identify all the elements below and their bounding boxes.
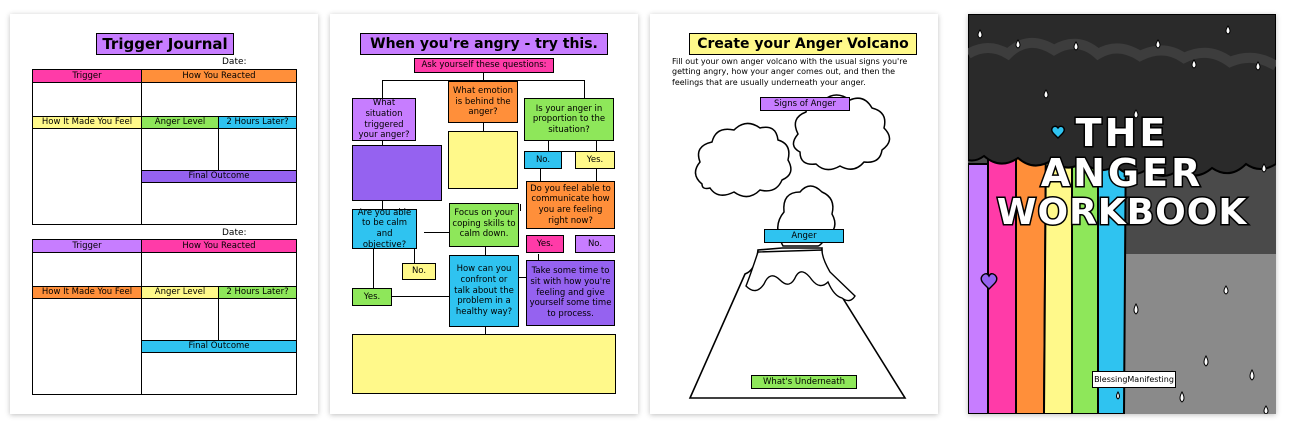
anger-level-cell[interactable]	[141, 128, 219, 171]
heart-icon	[1051, 125, 1065, 139]
page-title: Create your Anger Volcano	[689, 33, 917, 55]
page-title: Trigger Journal	[96, 33, 234, 55]
two-hours-later-cell[interactable]	[218, 298, 297, 341]
how-you-reacted-cell[interactable]	[141, 82, 297, 117]
trigger-cell[interactable]	[32, 252, 142, 287]
connector-line	[548, 151, 596, 153]
how-it-made-you-feel-cell[interactable]	[32, 298, 142, 395]
anger-label[interactable]: Anger	[764, 229, 844, 243]
what-situation-box: What situation triggered your anger?	[352, 98, 416, 141]
connector-line	[485, 246, 487, 256]
connector-line	[584, 80, 586, 98]
date-label: Date:	[222, 228, 247, 238]
connector-line	[414, 248, 416, 264]
connector-line	[391, 296, 449, 298]
connector-line	[485, 326, 487, 334]
connector-line	[596, 169, 598, 181]
signs-of-anger-label[interactable]: Signs of Anger	[760, 97, 850, 111]
how-you-reacted-header: How You Reacted	[141, 69, 297, 83]
smoke-cloud	[694, 122, 792, 198]
trigger-header: Trigger	[32, 69, 142, 83]
trigger-journal-page: Trigger Journal Date: Trigger How You Re…	[10, 14, 318, 414]
calm-objective-box: Are you able to be calm and objective?	[352, 208, 417, 250]
cover-page: THE ANGER WORKBOOK BlessingManifesting	[968, 14, 1276, 414]
situation-answer-box[interactable]	[352, 145, 442, 201]
volcano-page: Create your Anger Volcano Fill out your …	[650, 14, 938, 414]
cover-title-line1: THE	[1074, 111, 1169, 155]
no-label: No.	[524, 151, 562, 169]
instructions-text: Fill out your own anger volcano with the…	[672, 57, 908, 87]
connector-line	[520, 204, 522, 211]
cover-title: THE ANGER WORKBOOK	[968, 111, 1276, 233]
yes-label: Yes.	[352, 288, 392, 306]
notes-box[interactable]	[352, 334, 616, 394]
whats-underneath-label[interactable]: What's Underneath	[751, 375, 857, 389]
date-label: Date:	[222, 57, 247, 67]
proportion-box: Is your anger in proportion to the situa…	[524, 98, 614, 141]
confront-box: How can you confront or talk about the p…	[449, 255, 519, 327]
connector-line	[382, 140, 384, 146]
connector-line	[382, 80, 384, 98]
connector-line	[502, 277, 539, 279]
connector-line	[424, 232, 449, 234]
connector-line	[373, 248, 375, 288]
what-emotion-box: What emotion is behind the anger?	[448, 81, 518, 123]
volcano-cap	[745, 249, 856, 302]
connector-line	[483, 72, 485, 80]
flowchart-page: When you're angry - try this. Ask yourse…	[330, 14, 638, 414]
emotion-answer-box[interactable]	[448, 131, 518, 189]
connector-line	[548, 141, 550, 152]
how-you-reacted-header: How You Reacted	[141, 239, 297, 253]
volcano-illustration	[688, 94, 907, 399]
final-outcome-cell[interactable]	[141, 182, 297, 225]
raindrops	[977, 25, 1269, 414]
cover-title-line3: WORKBOOK	[995, 191, 1248, 233]
focus-coping-box: Focus on your coping skills to calm down…	[449, 203, 519, 247]
feel-able-box: Do you feel able to communicate how you …	[526, 181, 615, 229]
no-label: No.	[402, 263, 436, 280]
cover-title-line2: ANGER	[1039, 150, 1204, 195]
storm-cloud	[968, 38, 1276, 71]
trigger-cell[interactable]	[32, 82, 142, 117]
connector-line	[540, 169, 542, 183]
two-hours-later-cell[interactable]	[218, 128, 297, 171]
heart-icon	[980, 273, 998, 290]
no-label: No.	[575, 235, 615, 253]
yes-label: Yes.	[575, 151, 615, 169]
final-outcome-cell[interactable]	[141, 352, 297, 395]
rainbow-stripe	[968, 163, 989, 414]
how-you-reacted-cell[interactable]	[141, 252, 297, 287]
brand-label: BlessingManifesting	[1092, 371, 1176, 388]
connector-line	[382, 201, 384, 209]
anger-level-cell[interactable]	[141, 298, 219, 341]
ask-questions-box: Ask yourself these questions:	[414, 58, 554, 73]
connector-line	[596, 141, 598, 152]
page-title: When you're angry - try this.	[360, 33, 608, 55]
how-it-made-you-feel-cell[interactable]	[32, 128, 142, 225]
connector-line	[483, 122, 485, 131]
yes-label: Yes.	[526, 235, 564, 253]
take-time-box: Take some time to sit with how you're fe…	[526, 260, 615, 326]
trigger-header: Trigger	[32, 239, 142, 253]
